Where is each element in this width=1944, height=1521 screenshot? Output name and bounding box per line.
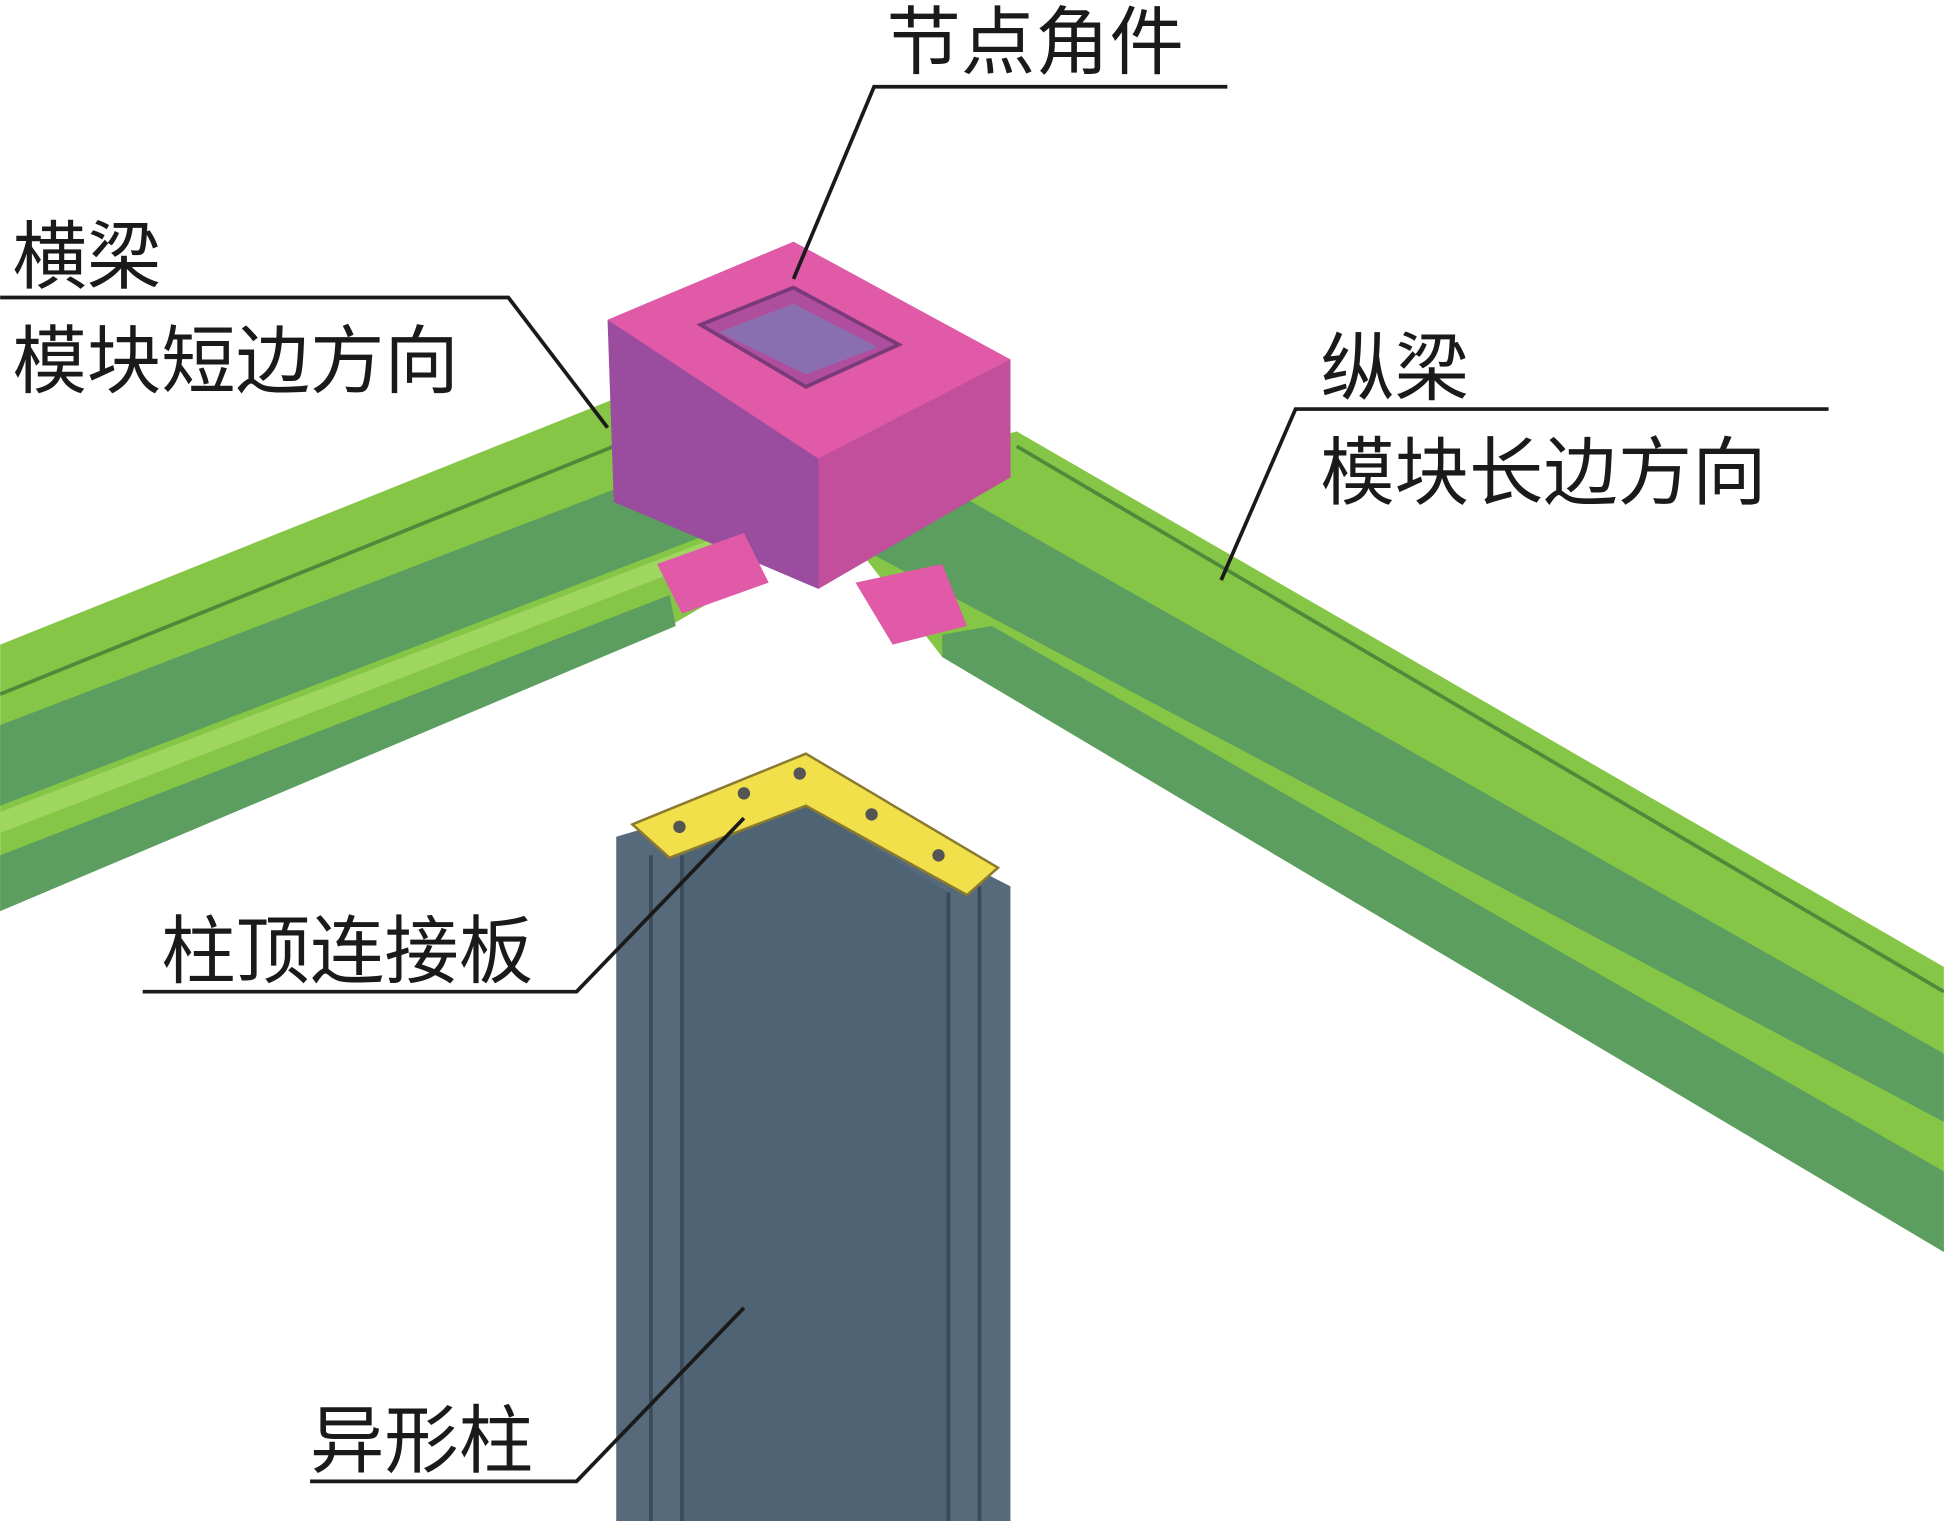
- corner-fitting: [607, 241, 1011, 645]
- longitudinal-beam: [855, 431, 1944, 1253]
- label-cross-beam-direction: 模块短边方向: [13, 318, 459, 405]
- label-longitudinal-beam-direction: 模块长边方向: [1320, 429, 1766, 516]
- label-special-shaped-column: 异形柱: [310, 1397, 533, 1484]
- leader-corner-fitting: [791, 84, 1228, 280]
- leader-longitudinal-beam: [1219, 407, 1829, 581]
- label-corner-fitting: 节点角件: [886, 0, 1183, 86]
- column-top-plate: [630, 752, 1001, 897]
- label-column-top-plate: 柱顶连接板: [161, 908, 533, 995]
- label-longitudinal-beam: 纵梁: [1320, 325, 1469, 412]
- label-cross-beam: 横梁: [13, 214, 162, 301]
- leader-cross-beam: [0, 295, 610, 429]
- cross-beam: [0, 399, 744, 912]
- special-shaped-column: [616, 780, 1011, 1521]
- leader-column: [310, 1306, 746, 1484]
- leader-column-top-plate: [142, 816, 746, 994]
